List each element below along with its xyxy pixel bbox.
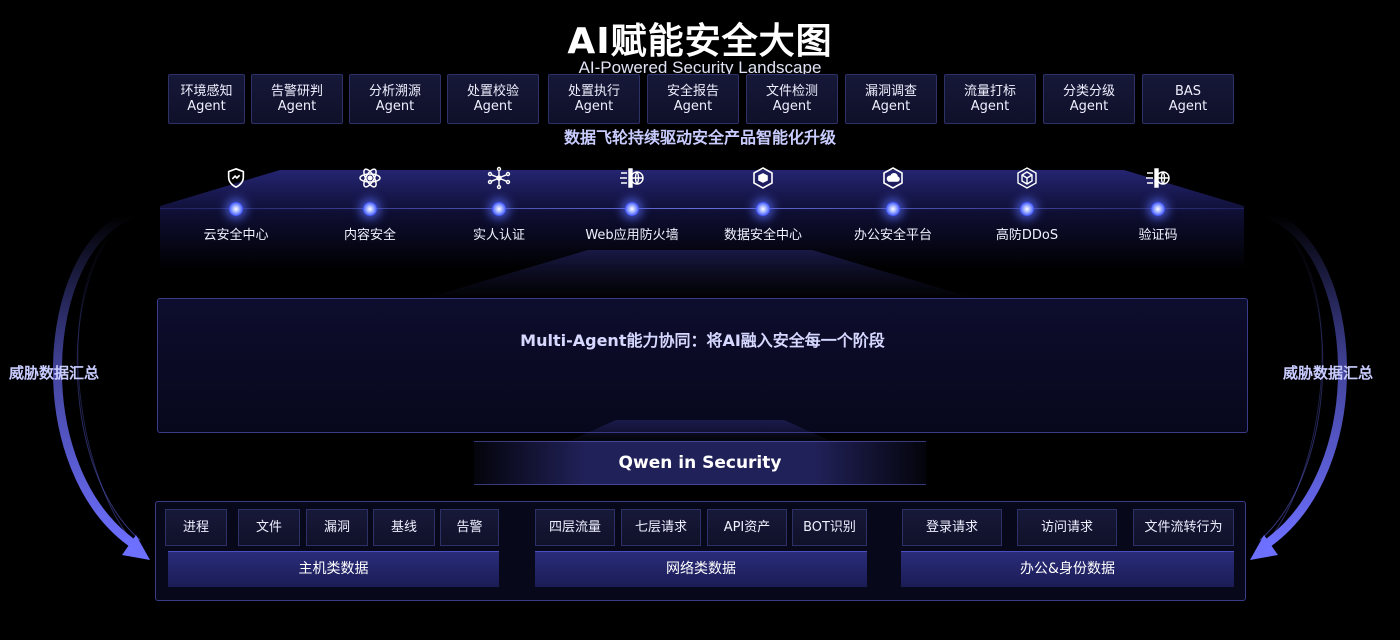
office-cloud-icon bbox=[880, 165, 906, 191]
data-item-login-requests[interactable]: 登录请求 bbox=[902, 509, 1002, 546]
data-item-l4-traffic[interactable]: 四层流量 bbox=[535, 509, 615, 546]
agent-name: 处置校验 bbox=[466, 84, 519, 99]
agent-suffix: Agent bbox=[1168, 99, 1208, 114]
product-waf[interactable]: Web应用防火墙 bbox=[567, 165, 697, 243]
side-label-right: 威胁数据汇总 bbox=[1283, 364, 1374, 382]
page-title: AI赋能安全大图 bbox=[567, 21, 833, 62]
network-nodes-icon bbox=[486, 165, 512, 191]
data-item-file-flow[interactable]: 文件流转行为 bbox=[1133, 509, 1234, 546]
cloud-shield-icon bbox=[223, 165, 249, 191]
page-subtitle: AI-Powered Security Landscape bbox=[578, 58, 822, 77]
cube-defense-icon bbox=[1014, 165, 1040, 191]
product-label: 高防DDoS bbox=[995, 228, 1059, 243]
platform-line bbox=[160, 208, 1244, 209]
agent-suffix: Agent bbox=[673, 99, 713, 114]
product-captcha[interactable]: 验证码 bbox=[1093, 165, 1223, 243]
product-node bbox=[625, 202, 639, 216]
product-node bbox=[363, 202, 377, 216]
agent-name: 流量打标 bbox=[963, 84, 1016, 99]
data-item-baseline[interactable]: 基线 bbox=[373, 509, 435, 546]
agent-name: 文件检测 bbox=[765, 84, 818, 99]
product-node bbox=[756, 202, 770, 216]
category-host-data[interactable]: 主机类数据 bbox=[168, 551, 499, 587]
agent-suffix: Agent bbox=[871, 99, 911, 114]
agent-suffix: Agent bbox=[574, 99, 614, 114]
product-node bbox=[229, 202, 243, 216]
agent-suffix: Agent bbox=[473, 99, 513, 114]
category-office-identity-data[interactable]: 办公&身份数据 bbox=[901, 551, 1234, 587]
agent-suffix: Agent bbox=[970, 99, 1010, 114]
product-real-person-auth[interactable]: 实人认证 bbox=[434, 165, 564, 243]
atom-icon bbox=[357, 165, 383, 191]
right-arc bbox=[1259, 210, 1347, 550]
agent-suffix: Agent bbox=[277, 99, 317, 114]
data-item-bot-detection[interactable]: BOT识别 bbox=[792, 509, 867, 546]
right-arrow-icon bbox=[1250, 535, 1278, 560]
agent-panel-title: Multi-Agent能力协同：将AI融入安全每一个阶段 bbox=[520, 331, 885, 350]
data-item-process[interactable]: 进程 bbox=[165, 509, 227, 546]
product-office-security-platform[interactable]: 办公安全平台 bbox=[828, 165, 958, 243]
product-node bbox=[1020, 202, 1034, 216]
product-node bbox=[492, 202, 506, 216]
multi-agent-panel: Multi-Agent能力协同：将AI融入安全每一个阶段 bbox=[157, 298, 1248, 433]
agent-name: 分析溯源 bbox=[368, 84, 421, 99]
agent-suffix: Agent bbox=[187, 99, 226, 114]
data-item-file[interactable]: 文件 bbox=[238, 509, 300, 546]
agent-name: 环境感知 bbox=[180, 84, 233, 99]
product-label: 办公安全平台 bbox=[853, 228, 932, 243]
qwen-in-security-bar[interactable]: Qwen in Security bbox=[474, 441, 926, 485]
product-node bbox=[886, 202, 900, 216]
left-arc bbox=[53, 210, 141, 550]
product-data-security-center[interactable]: 数据安全中心 bbox=[698, 165, 828, 243]
agent-name: 安全报告 bbox=[666, 84, 719, 99]
product-cloud-security-center[interactable]: 云安全中心 bbox=[171, 165, 301, 243]
agent-name: 漏洞调查 bbox=[864, 84, 917, 99]
product-label: 内容安全 bbox=[343, 228, 396, 243]
captcha-globe-icon bbox=[1145, 165, 1171, 191]
agent-name: 处置执行 bbox=[567, 84, 620, 99]
agent-name: 告警研判 bbox=[270, 84, 323, 99]
data-item-api-assets[interactable]: API资产 bbox=[707, 509, 787, 546]
agent-suffix: Agent bbox=[772, 99, 812, 114]
firewall-globe-icon bbox=[619, 165, 645, 191]
agent-suffix: Agent bbox=[375, 99, 415, 114]
product-label: 实人认证 bbox=[472, 228, 525, 243]
flywheel-label: 数据飞轮持续驱动安全产品智能化升级 bbox=[563, 128, 836, 147]
left-arrow-icon bbox=[122, 535, 150, 560]
product-node bbox=[1151, 202, 1165, 216]
product-label: 数据安全中心 bbox=[723, 228, 802, 243]
data-item-vulnerability[interactable]: 漏洞 bbox=[306, 509, 368, 546]
product-label: 验证码 bbox=[1138, 228, 1178, 243]
agent-name: BAS bbox=[1174, 84, 1202, 99]
product-content-security[interactable]: 内容安全 bbox=[305, 165, 435, 243]
product-label: Web应用防火墙 bbox=[585, 228, 679, 243]
data-item-access-requests[interactable]: 访问请求 bbox=[1017, 509, 1117, 546]
product-anti-ddos[interactable]: 高防DDoS bbox=[962, 165, 1092, 243]
category-network-data[interactable]: 网络类数据 bbox=[535, 551, 867, 587]
agent-suffix: Agent bbox=[1069, 99, 1109, 114]
data-item-alert[interactable]: 告警 bbox=[440, 509, 499, 546]
side-label-left: 威胁数据汇总 bbox=[9, 364, 100, 382]
agent-name: 分类分级 bbox=[1062, 84, 1115, 99]
data-hex-icon bbox=[750, 165, 776, 191]
data-item-l7-requests[interactable]: 七层请求 bbox=[621, 509, 701, 546]
product-label: 云安全中心 bbox=[203, 228, 269, 243]
